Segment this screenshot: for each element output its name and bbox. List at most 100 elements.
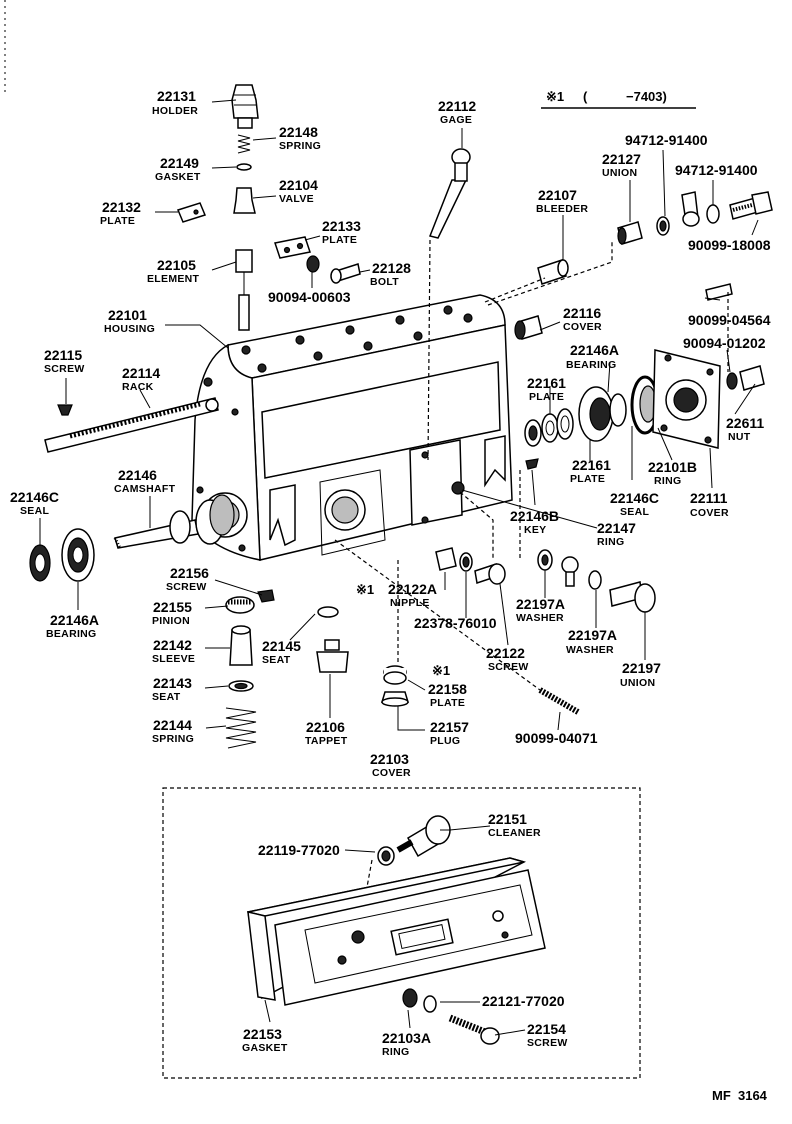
part-name: PLATE — [100, 215, 135, 227]
part-number: 22115 — [44, 347, 82, 363]
part-number: 22131 — [157, 88, 196, 104]
part-label: 90099-04564 — [688, 312, 771, 328]
part-name: CLEANER — [488, 827, 541, 839]
part-name: PLATE — [570, 473, 605, 485]
stud-drawing — [538, 687, 580, 715]
part-name: COVER — [372, 767, 411, 779]
part-number: 22155 — [153, 599, 192, 615]
part-number: 22114 — [122, 365, 160, 381]
part-name: NIPPLE — [390, 597, 430, 609]
part-name: RING — [597, 536, 624, 548]
part-number: 90094-01202 — [683, 335, 766, 351]
part-name: SEAT — [152, 691, 181, 703]
cover-22116-drawing — [514, 315, 543, 340]
part-label: 94712-91400 — [675, 162, 758, 178]
part-number: 22146 — [118, 467, 157, 483]
part-label: 22119-77020 — [258, 842, 340, 858]
part-name: ELEMENT — [147, 273, 200, 285]
part-number: 22378-76010 — [414, 615, 497, 631]
part-name: SCREW — [44, 363, 85, 375]
note-paren-open: ( — [583, 89, 588, 104]
part-number: 22107 — [538, 187, 577, 203]
part-number: 22112 — [438, 98, 476, 114]
part-number: 22153 — [243, 1026, 282, 1042]
part-number: 22197A — [516, 596, 565, 612]
part-name: CAMSHAFT — [114, 483, 176, 495]
part-number: 22122A — [388, 581, 437, 597]
part-number: 22116 — [563, 305, 601, 321]
part-name: SCREW — [166, 581, 207, 593]
part-number: 22106 — [306, 719, 345, 735]
part-number: 22101 — [108, 307, 147, 323]
part-name: TAPPET — [305, 735, 348, 747]
part-name: BOLT — [370, 276, 399, 288]
union-fittings-drawing — [617, 191, 773, 245]
part-number: 22145 — [262, 638, 301, 654]
part-number: 22144 — [153, 717, 192, 733]
part-number: 22104 — [279, 177, 318, 193]
part-name: HOUSING — [104, 323, 155, 335]
cover-screw-drawing — [402, 988, 500, 1045]
part-number: 22161 — [572, 457, 611, 473]
part-name: GASKET — [242, 1042, 288, 1054]
svg-text:※1: ※1 — [356, 582, 374, 597]
note-range: −7403) — [626, 89, 667, 104]
part-number: 22611 — [726, 415, 764, 431]
label-leaders — [39, 99, 759, 1036]
part-name: WASHER — [566, 644, 614, 656]
screw-22115-drawing — [57, 404, 73, 416]
part-name: RING — [654, 475, 681, 487]
part-number: 22142 — [153, 637, 192, 653]
part-number: 22105 — [157, 257, 196, 273]
figure-reference: MF 3164 — [712, 1088, 768, 1103]
part-name: RING — [382, 1046, 409, 1058]
rack-drawing — [44, 397, 219, 453]
part-label: 22121-77020 — [482, 993, 565, 1009]
part-name: SEAL — [20, 505, 49, 517]
part-number: 22103A — [382, 1030, 431, 1046]
delivery-valve-stack-drawing — [176, 84, 259, 331]
part-name: WASHER — [516, 612, 564, 624]
part-name: BLEEDER — [536, 203, 588, 215]
housing-drawing — [191, 294, 513, 561]
part-number: 22119-77020 — [258, 842, 340, 858]
part-name: UNION — [602, 167, 637, 179]
cover-plate-drawing — [247, 857, 546, 1006]
part-name: SCREW — [527, 1037, 568, 1049]
part-number: 94712-91400 — [675, 162, 758, 178]
part-name: PLUG — [430, 735, 460, 747]
part-name: GAGE — [440, 114, 472, 126]
part-name: HOLDER — [152, 105, 198, 117]
part-label: 22378-76010 — [414, 615, 497, 631]
cover-assembly-box — [162, 787, 641, 1079]
part-number: 22132 — [102, 199, 141, 215]
part-number: 22197A — [568, 627, 617, 643]
